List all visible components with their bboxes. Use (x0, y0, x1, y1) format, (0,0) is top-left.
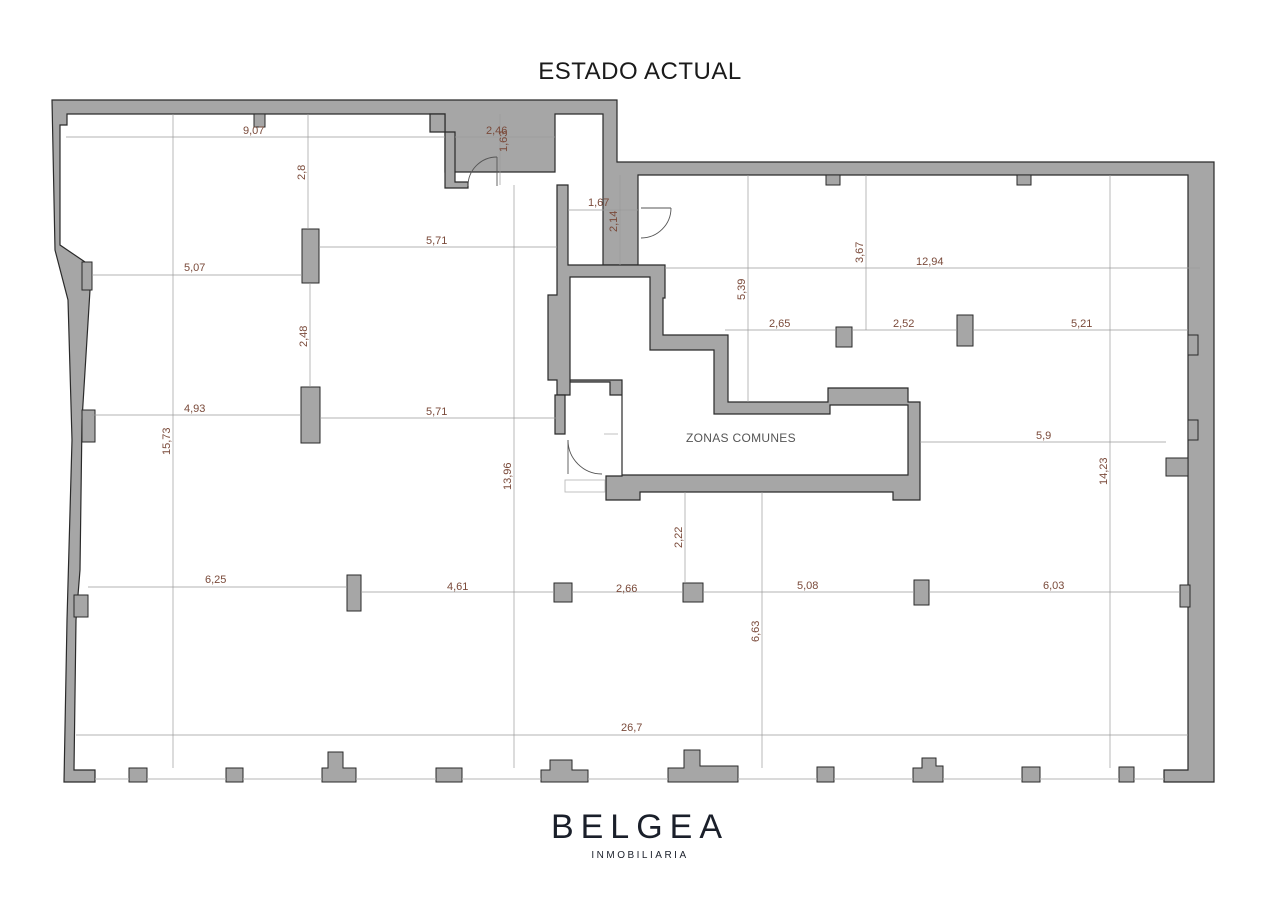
dim-label: 5,39 (736, 279, 748, 300)
dim-label: 5,07 (184, 262, 205, 274)
dim-label: 1,63 (498, 131, 510, 152)
pilaster (253, 113, 266, 128)
dim-label: 2,65 (769, 318, 790, 330)
column (956, 314, 974, 347)
dim-label: 6,63 (750, 621, 762, 642)
dim-label: 3,67 (854, 242, 866, 263)
brand-subtitle: INMOBILIARIA (591, 850, 689, 861)
dim-label: 12,94 (916, 256, 944, 268)
pilaster (1187, 419, 1199, 441)
column (301, 228, 320, 284)
pilaster (73, 594, 89, 618)
pilaster (1179, 584, 1191, 608)
exterior-walls (51, 99, 1215, 783)
dim-label: 14,23 (1098, 457, 1110, 485)
pilaster (1165, 457, 1189, 477)
door (467, 156, 672, 493)
column (682, 582, 704, 603)
column (300, 386, 321, 444)
dim-label: 2,46 (486, 125, 507, 137)
dim-label: 5,71 (426, 406, 447, 418)
pilaster (81, 261, 93, 291)
dim-label: 5,71 (426, 235, 447, 247)
pilaster (1016, 174, 1032, 186)
dim-label: 6,03 (1043, 580, 1064, 592)
facade (128, 749, 1135, 783)
dim-label: 26,7 (621, 722, 642, 734)
column (346, 574, 362, 612)
dim-label: 4,61 (447, 581, 468, 593)
plan-title: ESTADO ACTUAL (538, 58, 742, 85)
room-label: ZONAS COMUNES (686, 431, 796, 445)
column (913, 579, 930, 606)
brand-logo: BELGEA (550, 808, 730, 846)
pilaster (825, 174, 841, 186)
dim-label: 2,8 (296, 165, 308, 180)
dim-label: 5,08 (797, 580, 818, 592)
pilaster (81, 409, 96, 443)
dim-label: 2,22 (673, 527, 685, 548)
dim-label: 13,96 (502, 462, 514, 490)
dim-label: 5,21 (1071, 318, 1092, 330)
dim-label: 6,25 (205, 574, 226, 586)
dim-label: 2,48 (298, 326, 310, 347)
dim-label: 1,67 (588, 197, 609, 209)
dim-label: 5,9 (1036, 430, 1051, 442)
dim-label: 15,73 (161, 427, 173, 455)
dim-label: 2,14 (608, 211, 620, 232)
column (553, 582, 573, 603)
dim-label: 2,66 (616, 583, 637, 595)
entry-walls (554, 394, 566, 435)
dim-label: 9,07 (243, 125, 264, 137)
dimension-lines (66, 114, 1200, 768)
column (835, 326, 853, 348)
dim-label: 2,52 (893, 318, 914, 330)
dim-label: 4,93 (184, 403, 205, 415)
pilaster (1187, 334, 1199, 356)
